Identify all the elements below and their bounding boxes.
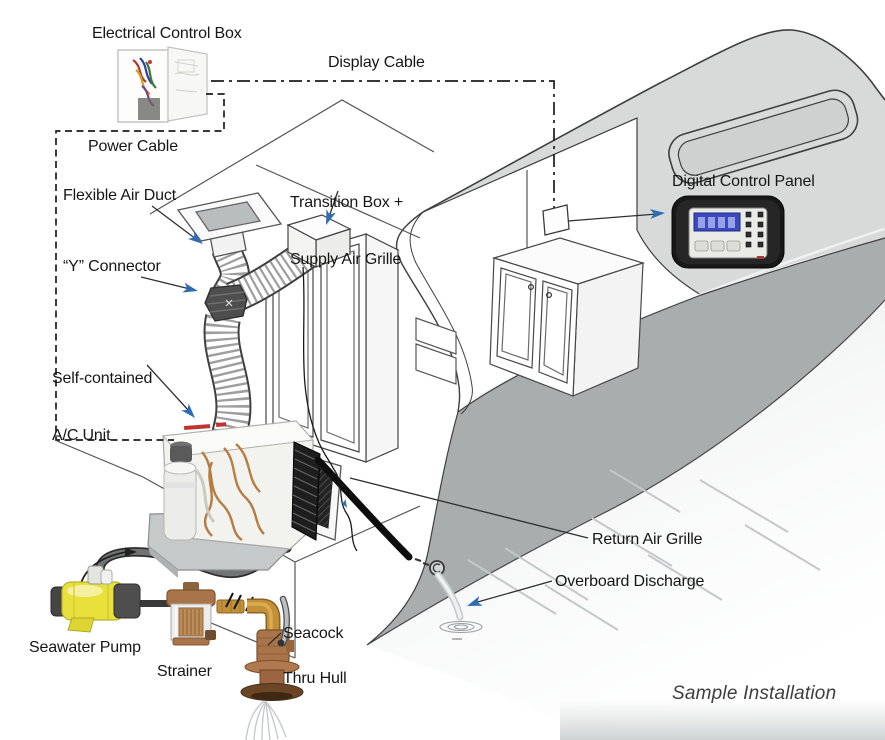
bench-steps xyxy=(415,317,457,385)
arrow-transition-box xyxy=(326,209,336,225)
pipe-fitting xyxy=(216,599,245,614)
display-wall-box xyxy=(542,204,570,236)
arrow-flexible-duct xyxy=(188,230,203,244)
water-ripples xyxy=(439,620,483,640)
boat-hull xyxy=(366,29,885,740)
electrical-control-box xyxy=(117,46,208,123)
ac-label-strip xyxy=(183,422,227,430)
shelf-edge xyxy=(149,99,435,215)
ac-unit xyxy=(147,420,321,578)
y-connector xyxy=(204,284,248,322)
diagram-caption: Sample Installation xyxy=(672,683,837,704)
evaporator-coil xyxy=(291,441,321,541)
intake-water-spray xyxy=(245,700,287,740)
porthole-window xyxy=(668,89,859,184)
label-seawater-pump: Seawater Pump xyxy=(29,639,141,656)
elbow-fitting xyxy=(247,598,281,634)
cabinet-knob xyxy=(527,284,534,291)
seawater-pump xyxy=(50,565,141,633)
supply-air-grille xyxy=(176,192,283,258)
arrow-overboard xyxy=(467,596,483,606)
label-flexible-air-duct: Flexible Air Duct xyxy=(63,187,177,204)
control-wire xyxy=(302,266,358,552)
thru-hull xyxy=(240,660,304,701)
hull-cut-edge xyxy=(395,211,473,415)
wall-cabinet xyxy=(489,237,646,397)
arrow-ac-unit xyxy=(181,403,195,418)
label-overboard-discharge: Overboard Discharge xyxy=(555,573,705,590)
overboard-discharge-stream xyxy=(434,571,464,621)
cabinet-knob xyxy=(545,292,552,299)
label-strainer: Strainer xyxy=(157,663,212,680)
digital-control-panel xyxy=(671,195,785,269)
pump-inlet-pipe xyxy=(138,600,172,607)
discharge-hose xyxy=(314,456,413,561)
bottom-gradient xyxy=(560,700,885,740)
label-self-contained-ac: Self-contained A/C Unit xyxy=(52,370,153,444)
flexible-air-duct-lower xyxy=(203,314,252,444)
display-cable-line xyxy=(211,80,555,209)
transition-box xyxy=(286,214,352,269)
power-cable-line xyxy=(55,93,225,441)
label-seacock: Seacock xyxy=(283,625,344,642)
panel-buttons xyxy=(745,211,764,248)
label-power-cable: Power Cable xyxy=(88,138,178,155)
label-display-cable: Display Cable xyxy=(328,54,425,71)
label-electrical-control-box: Electrical Control Box xyxy=(92,25,242,42)
hull-bottom-fade xyxy=(367,300,885,740)
label-transition-box: Transition Box + Supply Air Grille xyxy=(290,194,404,268)
blue-arrowheads xyxy=(181,209,665,606)
strainer xyxy=(166,582,216,646)
arrow-wire xyxy=(340,498,347,508)
arrow-y-connector xyxy=(182,282,198,293)
label-y-connector: “Y” Connector xyxy=(63,258,161,275)
control-box-door xyxy=(167,46,208,122)
arrow-control-panel xyxy=(649,209,665,220)
label-return-air-grille: Return Air Grille xyxy=(592,531,703,548)
leader-lines xyxy=(140,190,658,646)
hull-side xyxy=(367,238,885,645)
label-digital-control-panel: Digital Control Panel xyxy=(672,173,815,190)
copper-tubing xyxy=(201,443,265,541)
label-thru-hull: Thru Hull xyxy=(283,670,347,687)
speed-lines xyxy=(467,469,821,631)
